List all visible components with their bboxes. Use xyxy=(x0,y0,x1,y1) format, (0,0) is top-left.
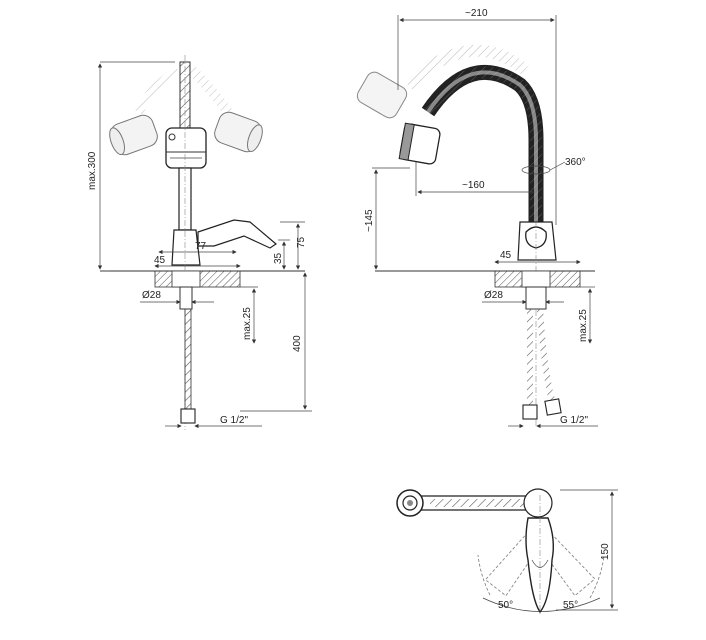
dim-side-height-145: ~145 xyxy=(364,209,375,232)
side-spray-head xyxy=(398,122,441,165)
dim-front-diameter: Ø28 xyxy=(142,290,161,301)
dim-side-45: 45 xyxy=(500,250,512,261)
dim-front-35: 35 xyxy=(273,252,284,264)
dim-side-thread: G 1/2" xyxy=(560,415,588,426)
dim-front-75: 75 xyxy=(296,236,307,248)
top-view: 150 50° 55° xyxy=(396,488,618,615)
dim-front-max-height: max.300 xyxy=(87,151,98,190)
dim-side-reach-160: ~160 xyxy=(462,180,485,191)
side-view: 360° ~210 ~160 ~145 45 Ø xyxy=(356,8,598,429)
side-ghost-head xyxy=(356,71,408,119)
side-hose-right xyxy=(537,308,555,401)
front-ghost-heads xyxy=(109,65,263,156)
dim-side-max25: max.25 xyxy=(578,309,589,342)
front-spray-head xyxy=(165,127,207,169)
dim-top-150: 150 xyxy=(600,543,611,560)
side-ghost-spout xyxy=(403,44,529,90)
front-flex-hose xyxy=(184,308,192,410)
dim-front-max25: max.25 xyxy=(242,307,253,340)
dim-side-diameter: Ø28 xyxy=(484,290,503,301)
top-lever xyxy=(525,517,555,614)
dim-front-thread: G 1/2" xyxy=(220,415,248,426)
dim-top-angle-right: 55° xyxy=(563,600,578,611)
front-hose-nut xyxy=(180,408,196,424)
dim-front-77: 77 xyxy=(195,241,207,252)
dim-front-400: 400 xyxy=(292,335,303,352)
dim-front-45: 45 xyxy=(154,255,166,266)
dim-top-angle-left: 50° xyxy=(498,600,513,611)
dim-side-rotation: 360° xyxy=(565,157,586,168)
dim-side-reach-210: ~210 xyxy=(465,8,488,19)
front-view: max.300 77 45 75 35 Ø28 max.25 400 G 1/2… xyxy=(87,55,312,430)
front-lever xyxy=(197,219,277,249)
top-body xyxy=(523,488,553,518)
